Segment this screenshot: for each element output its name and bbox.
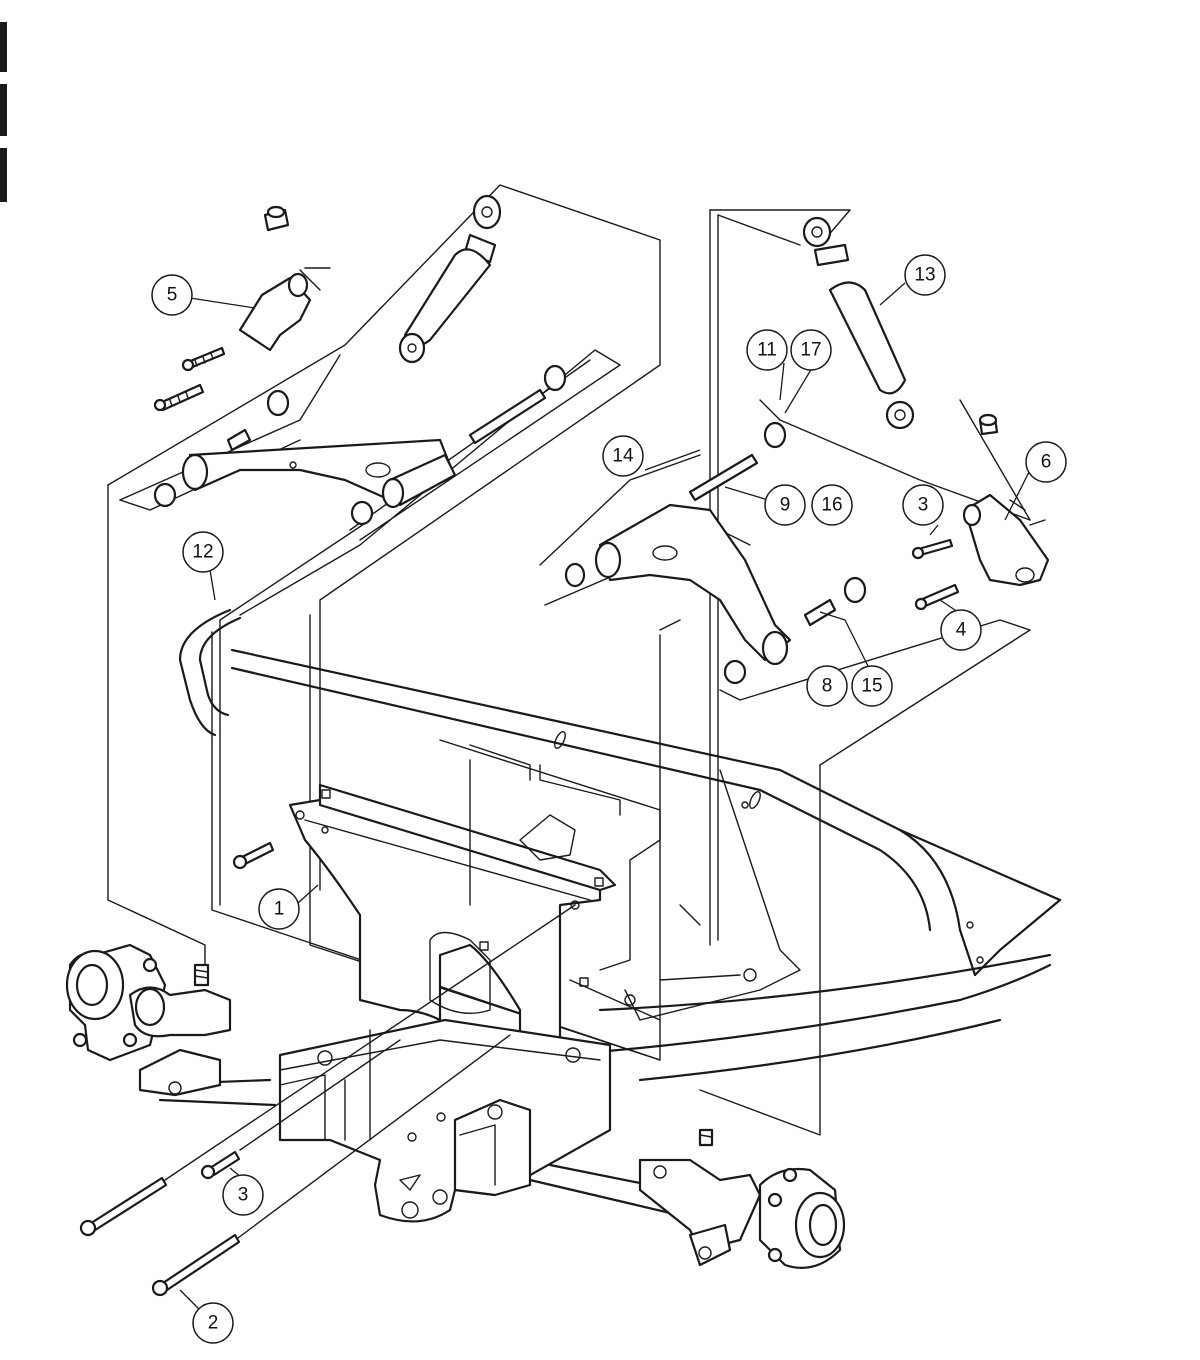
svg-text:11: 11 xyxy=(757,340,777,361)
callout-bubbles: 5 13 11 17 14 6 3 9 16 12 4 8 15 1 3 2 xyxy=(151,254,1067,1344)
left-control-arm xyxy=(153,364,567,526)
callout-3-upper: 3 xyxy=(902,484,944,526)
callout-4: 4 xyxy=(940,609,982,651)
front-axle-beam xyxy=(138,1018,702,1223)
svg-text:4: 4 xyxy=(956,620,967,641)
left-shock-bracket xyxy=(153,205,331,412)
callout-8: 8 xyxy=(806,665,848,707)
svg-text:3: 3 xyxy=(918,495,929,516)
right-shock-absorber xyxy=(802,216,915,430)
callout-17: 17 xyxy=(790,329,832,371)
callout-16: 16 xyxy=(811,484,853,526)
callout-14: 14 xyxy=(602,435,644,477)
svg-text:5: 5 xyxy=(167,285,178,306)
svg-text:13: 13 xyxy=(914,265,935,286)
left-shock-absorber xyxy=(398,194,502,364)
right-wheel-hub xyxy=(638,1128,846,1269)
svg-text:1: 1 xyxy=(274,899,285,920)
svg-text:2: 2 xyxy=(208,1313,219,1334)
callout-3-lower: 3 xyxy=(222,1174,264,1216)
svg-text:8: 8 xyxy=(822,676,833,697)
right-shock-bracket xyxy=(911,413,1050,611)
callout-6: 6 xyxy=(1025,441,1067,483)
callout-9: 9 xyxy=(764,484,806,526)
callout-1: 1 xyxy=(258,888,300,930)
callout-2: 2 xyxy=(192,1302,234,1344)
long-bolts xyxy=(79,841,576,1297)
svg-text:17: 17 xyxy=(800,340,821,361)
svg-text:14: 14 xyxy=(612,446,634,467)
callout-13: 13 xyxy=(904,254,946,296)
svg-text:3: 3 xyxy=(238,1185,249,1206)
left-wheel-hub xyxy=(65,943,232,1097)
leader-lines xyxy=(179,282,1031,1311)
right-control-arm xyxy=(564,421,867,685)
mounting-plate xyxy=(288,739,801,1077)
callout-15: 15 xyxy=(851,665,893,707)
svg-text:12: 12 xyxy=(192,542,213,563)
edge-tabs xyxy=(0,22,7,202)
callout-5: 5 xyxy=(151,274,193,316)
callout-12: 12 xyxy=(182,531,224,573)
svg-text:16: 16 xyxy=(821,495,842,516)
svg-text:9: 9 xyxy=(780,495,791,516)
svg-text:6: 6 xyxy=(1041,452,1052,473)
frame-rails xyxy=(178,608,1062,1082)
svg-text:15: 15 xyxy=(861,676,882,697)
callout-11: 11 xyxy=(746,329,788,371)
